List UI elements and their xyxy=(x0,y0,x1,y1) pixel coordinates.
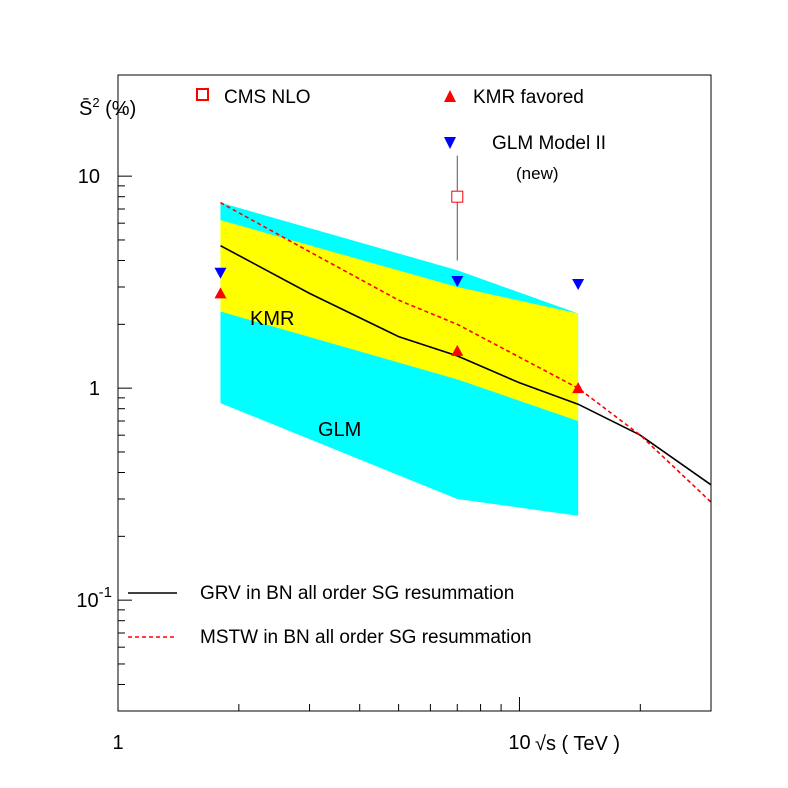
band-kmr xyxy=(220,220,579,421)
kmr-favored-point-1 xyxy=(451,344,464,356)
x-axis-label: √s ( TeV ) xyxy=(535,733,620,755)
bands-group xyxy=(220,202,579,516)
cms-nlo-point xyxy=(451,190,464,203)
band-label-kmr: KMR xyxy=(250,308,294,330)
legend-marker-glm-model-ii xyxy=(444,137,456,149)
x-tick-label: 10 xyxy=(508,732,530,754)
tick-labels-group: 1 10 10 1 10-1 xyxy=(76,166,530,754)
plot-border xyxy=(117,74,712,712)
glm-model-ii-point-0 xyxy=(214,267,227,279)
series-lines-group xyxy=(220,201,712,503)
legend-top: CMS NLO KMR favored GLM Model II (new) xyxy=(196,87,606,183)
legend-label-mstw: MSTW in BN all order SG resummation xyxy=(200,627,532,648)
band-label-glm: GLM xyxy=(318,419,361,441)
legend-label-cms-nlo: CMS NLO xyxy=(224,87,311,108)
kmr-favored-point-2 xyxy=(572,382,585,394)
y-tick-label: 1 xyxy=(89,378,100,400)
series-line-grv xyxy=(220,244,712,486)
y-tick-label: 10 xyxy=(78,166,100,188)
glm-model-ii-point-1 xyxy=(451,276,464,288)
y-axis-label: S̄2 (%) xyxy=(79,95,136,120)
series-line-mstw xyxy=(220,201,712,503)
legend-marker-kmr-favored xyxy=(444,90,456,102)
plot-frame xyxy=(117,74,712,712)
kmr-favored-point-0 xyxy=(214,287,227,299)
y-tick-label: 10-1 xyxy=(76,584,112,612)
legend-bottom: GRV in BN all order SG resummation MSTW … xyxy=(128,583,532,648)
glm-model-ii-point-2 xyxy=(572,278,585,290)
x-tick-label: 1 xyxy=(112,732,123,754)
legend-label-kmr-favored: KMR favored xyxy=(473,87,584,108)
legend-label-glm-model-ii: GLM Model II xyxy=(492,133,606,154)
legend-note-new: (new) xyxy=(516,164,559,183)
legend-label-grv: GRV in BN all order SG resummation xyxy=(200,583,514,604)
legend-marker-cms-nlo xyxy=(196,88,209,101)
points-group xyxy=(214,155,585,394)
